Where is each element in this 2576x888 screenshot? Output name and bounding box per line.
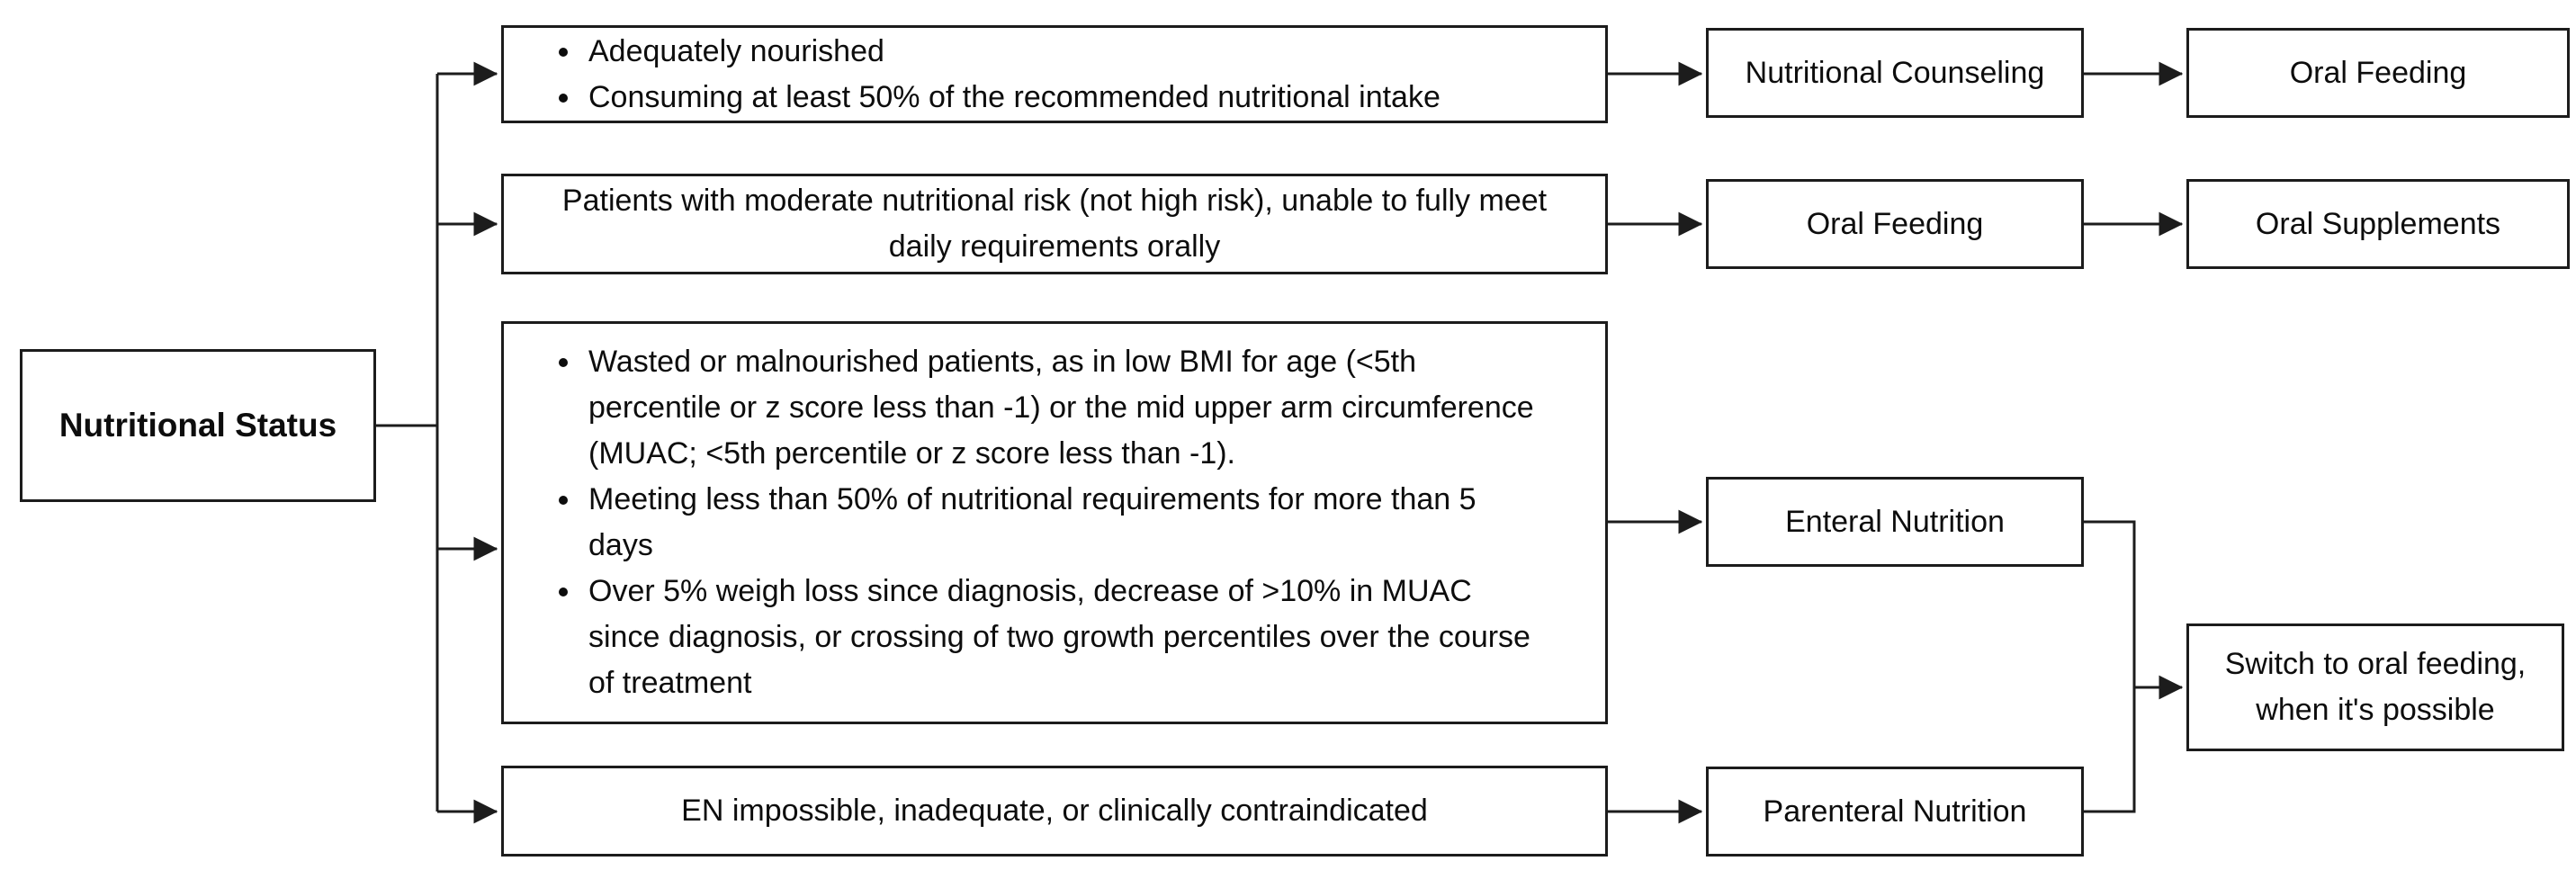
criteria-box-row3: Wasted or malnourished patients, as in l…: [501, 321, 1608, 724]
criteria-item: Consuming at least 50% of the recommende…: [583, 75, 1441, 121]
connector-parenteral-to-junction: [2084, 687, 2136, 813]
step-box-nutritional-counseling: Nutritional Counseling: [1706, 28, 2084, 118]
root-box-nutritional-status: Nutritional Status: [20, 349, 376, 502]
criteria-item: Adequately nourished: [583, 29, 1441, 75]
step-box-enteral-nutrition: Enteral Nutrition: [1706, 477, 2084, 567]
criteria-item: Wasted or malnourished patients, as in l…: [583, 339, 1542, 477]
outcome-box-switch-to-oral-feeding: Switch to oral feeding, when it's possib…: [2186, 623, 2564, 751]
outcome-label: Switch to oral feeding, when it's possib…: [2224, 647, 2527, 727]
step-label: Parenteral Nutrition: [1763, 794, 2027, 829]
criteria-item: Meeting less than 50% of nutritional req…: [583, 477, 1542, 569]
criteria-list-row3: Wasted or malnourished patients, as in l…: [549, 339, 1542, 706]
outcome-label: Oral Feeding: [2289, 55, 2467, 90]
criteria-box-row1: Adequately nourished Consuming at least …: [501, 25, 1608, 123]
outcome-box-oral-feeding: Oral Feeding: [2186, 28, 2570, 118]
criteria-box-row4: EN impossible, inadequate, or clinically…: [501, 766, 1608, 857]
criteria-list-row1: Adequately nourished Consuming at least …: [549, 29, 1441, 121]
outcome-box-oral-supplements: Oral Supplements: [2186, 179, 2570, 269]
criteria-box-row2: Patients with moderate nutritional risk …: [501, 174, 1608, 274]
step-label: Oral Feeding: [1806, 206, 1984, 241]
root-label: Nutritional Status: [58, 407, 337, 444]
connector-enteral-to-junction: [2084, 520, 2136, 687]
criteria-text: Patients with moderate nutritional risk …: [561, 184, 1548, 264]
outcome-label: Oral Supplements: [2255, 206, 2501, 241]
step-label: Enteral Nutrition: [1785, 504, 2005, 539]
step-box-oral-feeding: Oral Feeding: [1706, 179, 2084, 269]
criteria-text: EN impossible, inadequate, or clinically…: [681, 794, 1428, 828]
step-label: Nutritional Counseling: [1745, 55, 2045, 90]
criteria-item: Over 5% weigh loss since diagnosis, decr…: [583, 569, 1542, 706]
step-box-parenteral-nutrition: Parenteral Nutrition: [1706, 767, 2084, 857]
